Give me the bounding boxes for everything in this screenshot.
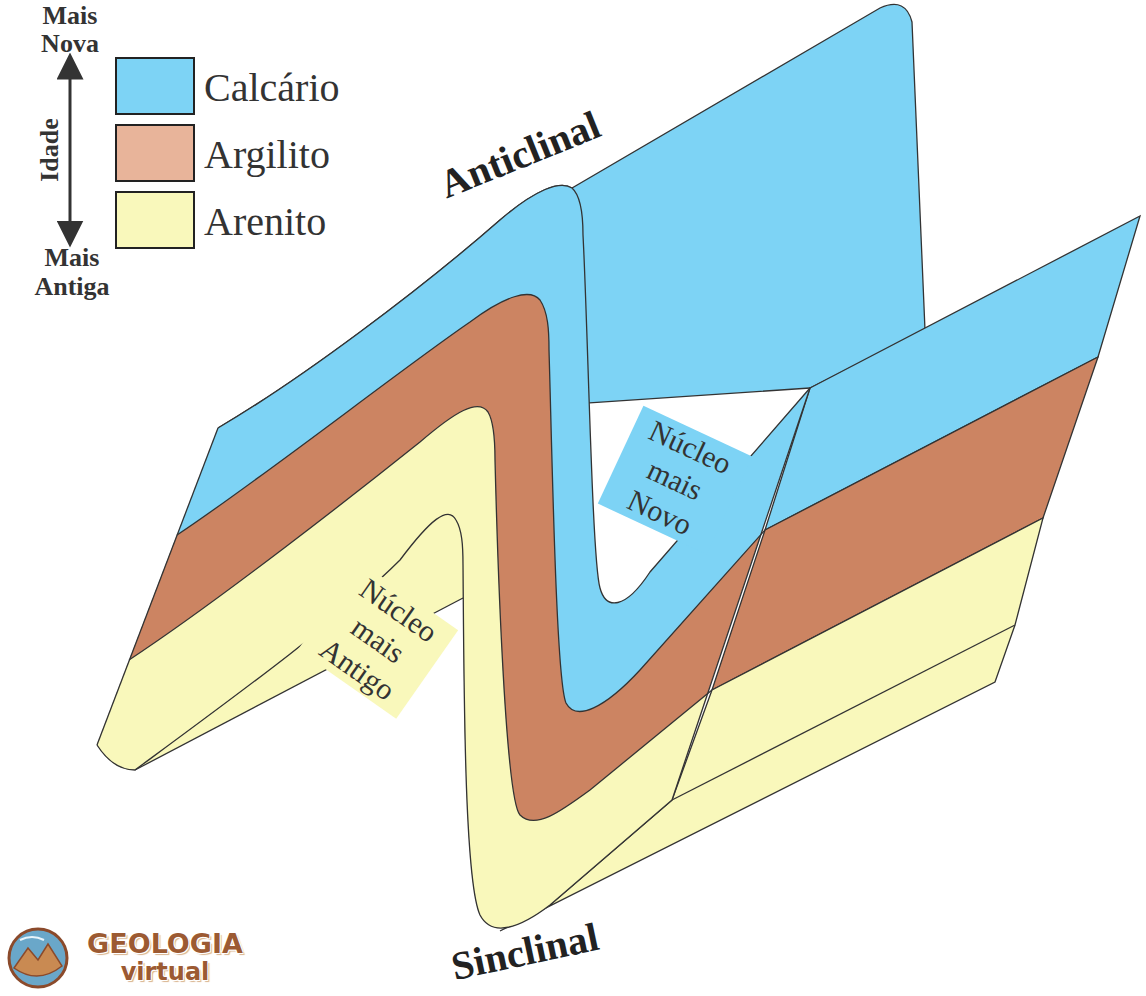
legend-text: Argilito — [204, 133, 330, 177]
age-axis-label: Idade — [36, 118, 64, 182]
logo-text: GEOLOGIA — [87, 929, 243, 959]
logo-text: virtual — [121, 959, 210, 985]
age-arrow — [69, 66, 72, 234]
legend-swatch — [115, 57, 195, 115]
logo-globe — [9, 929, 67, 987]
age-bottom-label: Mais Antiga — [17, 243, 127, 301]
fold-name: Sinclinal — [448, 917, 602, 987]
layer-lines — [97, 185, 810, 928]
legend-text: Arenito — [204, 200, 326, 244]
age-top-label: Mais Nova — [25, 2, 115, 58]
legend-swatch — [115, 124, 195, 182]
legend-text: Calcário — [204, 66, 340, 110]
legend-swatch — [115, 191, 195, 249]
